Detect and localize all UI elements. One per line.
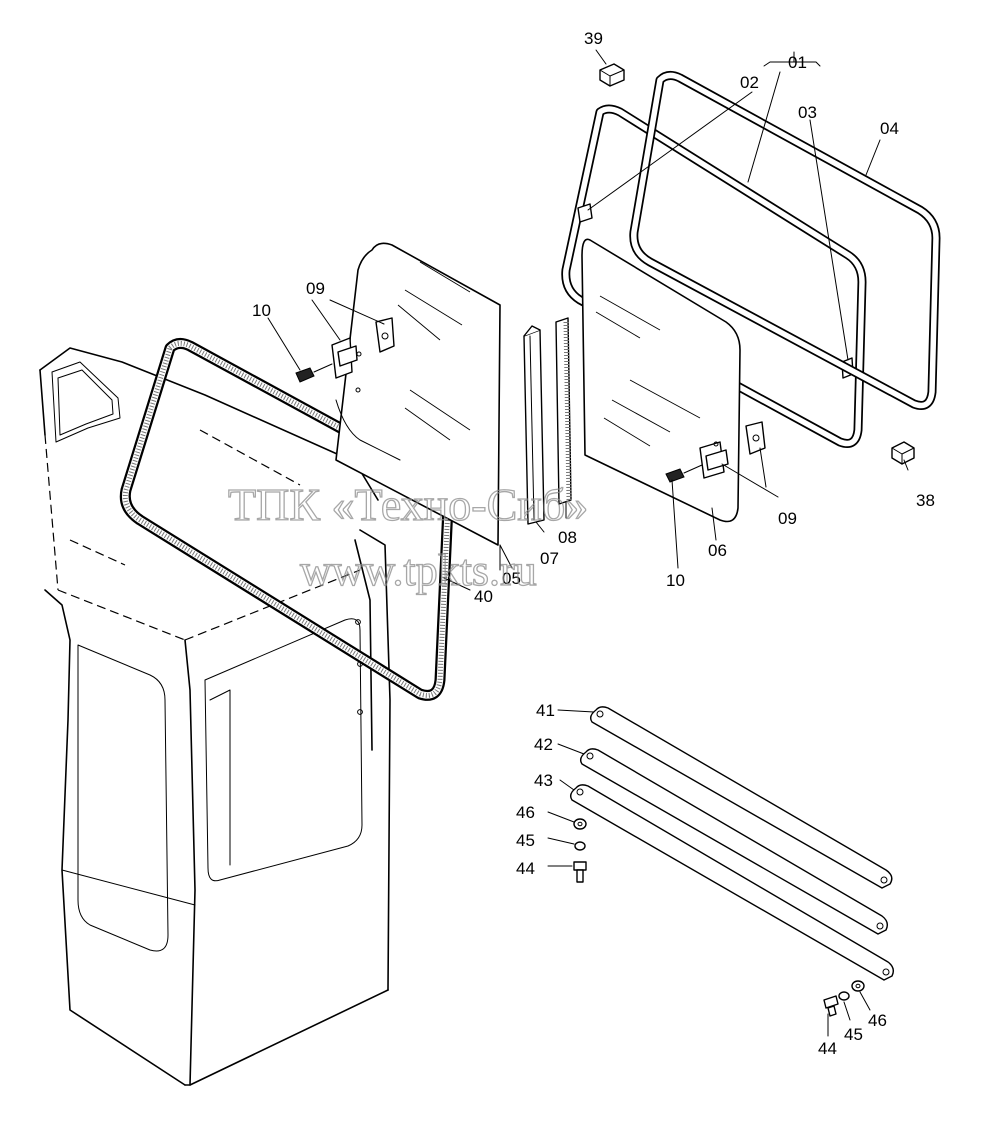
fixed-glass <box>335 242 501 571</box>
stopper-38 <box>891 441 915 465</box>
callout-07: 07 <box>540 549 559 568</box>
callout-41: 41 <box>536 701 555 720</box>
callout-02: 02 <box>740 73 759 92</box>
callout-40: 40 <box>474 587 493 606</box>
callout-04: 04 <box>880 119 899 138</box>
callout-05: 05 <box>502 569 521 588</box>
callout-03: 03 <box>798 103 817 122</box>
sliding-window-frame <box>561 104 867 448</box>
callout-01: 01 <box>788 53 807 72</box>
latch-assembly-left <box>295 317 395 393</box>
callout-44-right: 44 <box>818 1039 837 1058</box>
stay-43 <box>569 784 895 981</box>
callout-10-left: 10 <box>252 301 271 320</box>
callout-38: 38 <box>916 491 935 510</box>
callout-09-right: 09 <box>778 509 797 528</box>
sliding-glass <box>581 238 741 523</box>
callout-45-left: 45 <box>516 831 535 850</box>
callout-42: 42 <box>534 735 553 754</box>
leader-lines <box>267 49 909 1037</box>
callout-08: 08 <box>558 528 577 547</box>
callout-43: 43 <box>534 771 553 790</box>
hardware-left <box>573 818 587 883</box>
latch-assembly-right <box>665 421 766 483</box>
watermark-url: www.tpkts.ru <box>300 546 537 595</box>
callout-44-left: 44 <box>516 859 535 878</box>
stopper-39 <box>599 63 625 87</box>
window-seal <box>119 337 454 701</box>
glass-channel-07 <box>523 325 545 525</box>
callout-46-right: 46 <box>868 1011 887 1030</box>
cab-body <box>39 347 391 1086</box>
stay-42 <box>579 748 889 935</box>
watermark-company: ТПК «Техно-Сиб» <box>228 479 588 530</box>
outer-seal <box>629 70 941 410</box>
callout-labels: 01 02 03 04 05 06 07 08 09 09 10 10 38 3… <box>252 29 935 1058</box>
callout-46-left: 46 <box>516 803 535 822</box>
callout-10-right: 10 <box>666 571 685 590</box>
hardware-right <box>823 980 865 1017</box>
glass-run-08 <box>555 317 572 505</box>
watermark: ТПК «Техно-Сиб» www.tpkts.ru <box>227 478 589 595</box>
stay-41 <box>589 706 893 889</box>
callout-06: 06 <box>708 541 727 560</box>
callout-45-right: 45 <box>844 1025 863 1044</box>
callout-39: 39 <box>584 29 603 48</box>
callout-09-left: 09 <box>306 279 325 298</box>
